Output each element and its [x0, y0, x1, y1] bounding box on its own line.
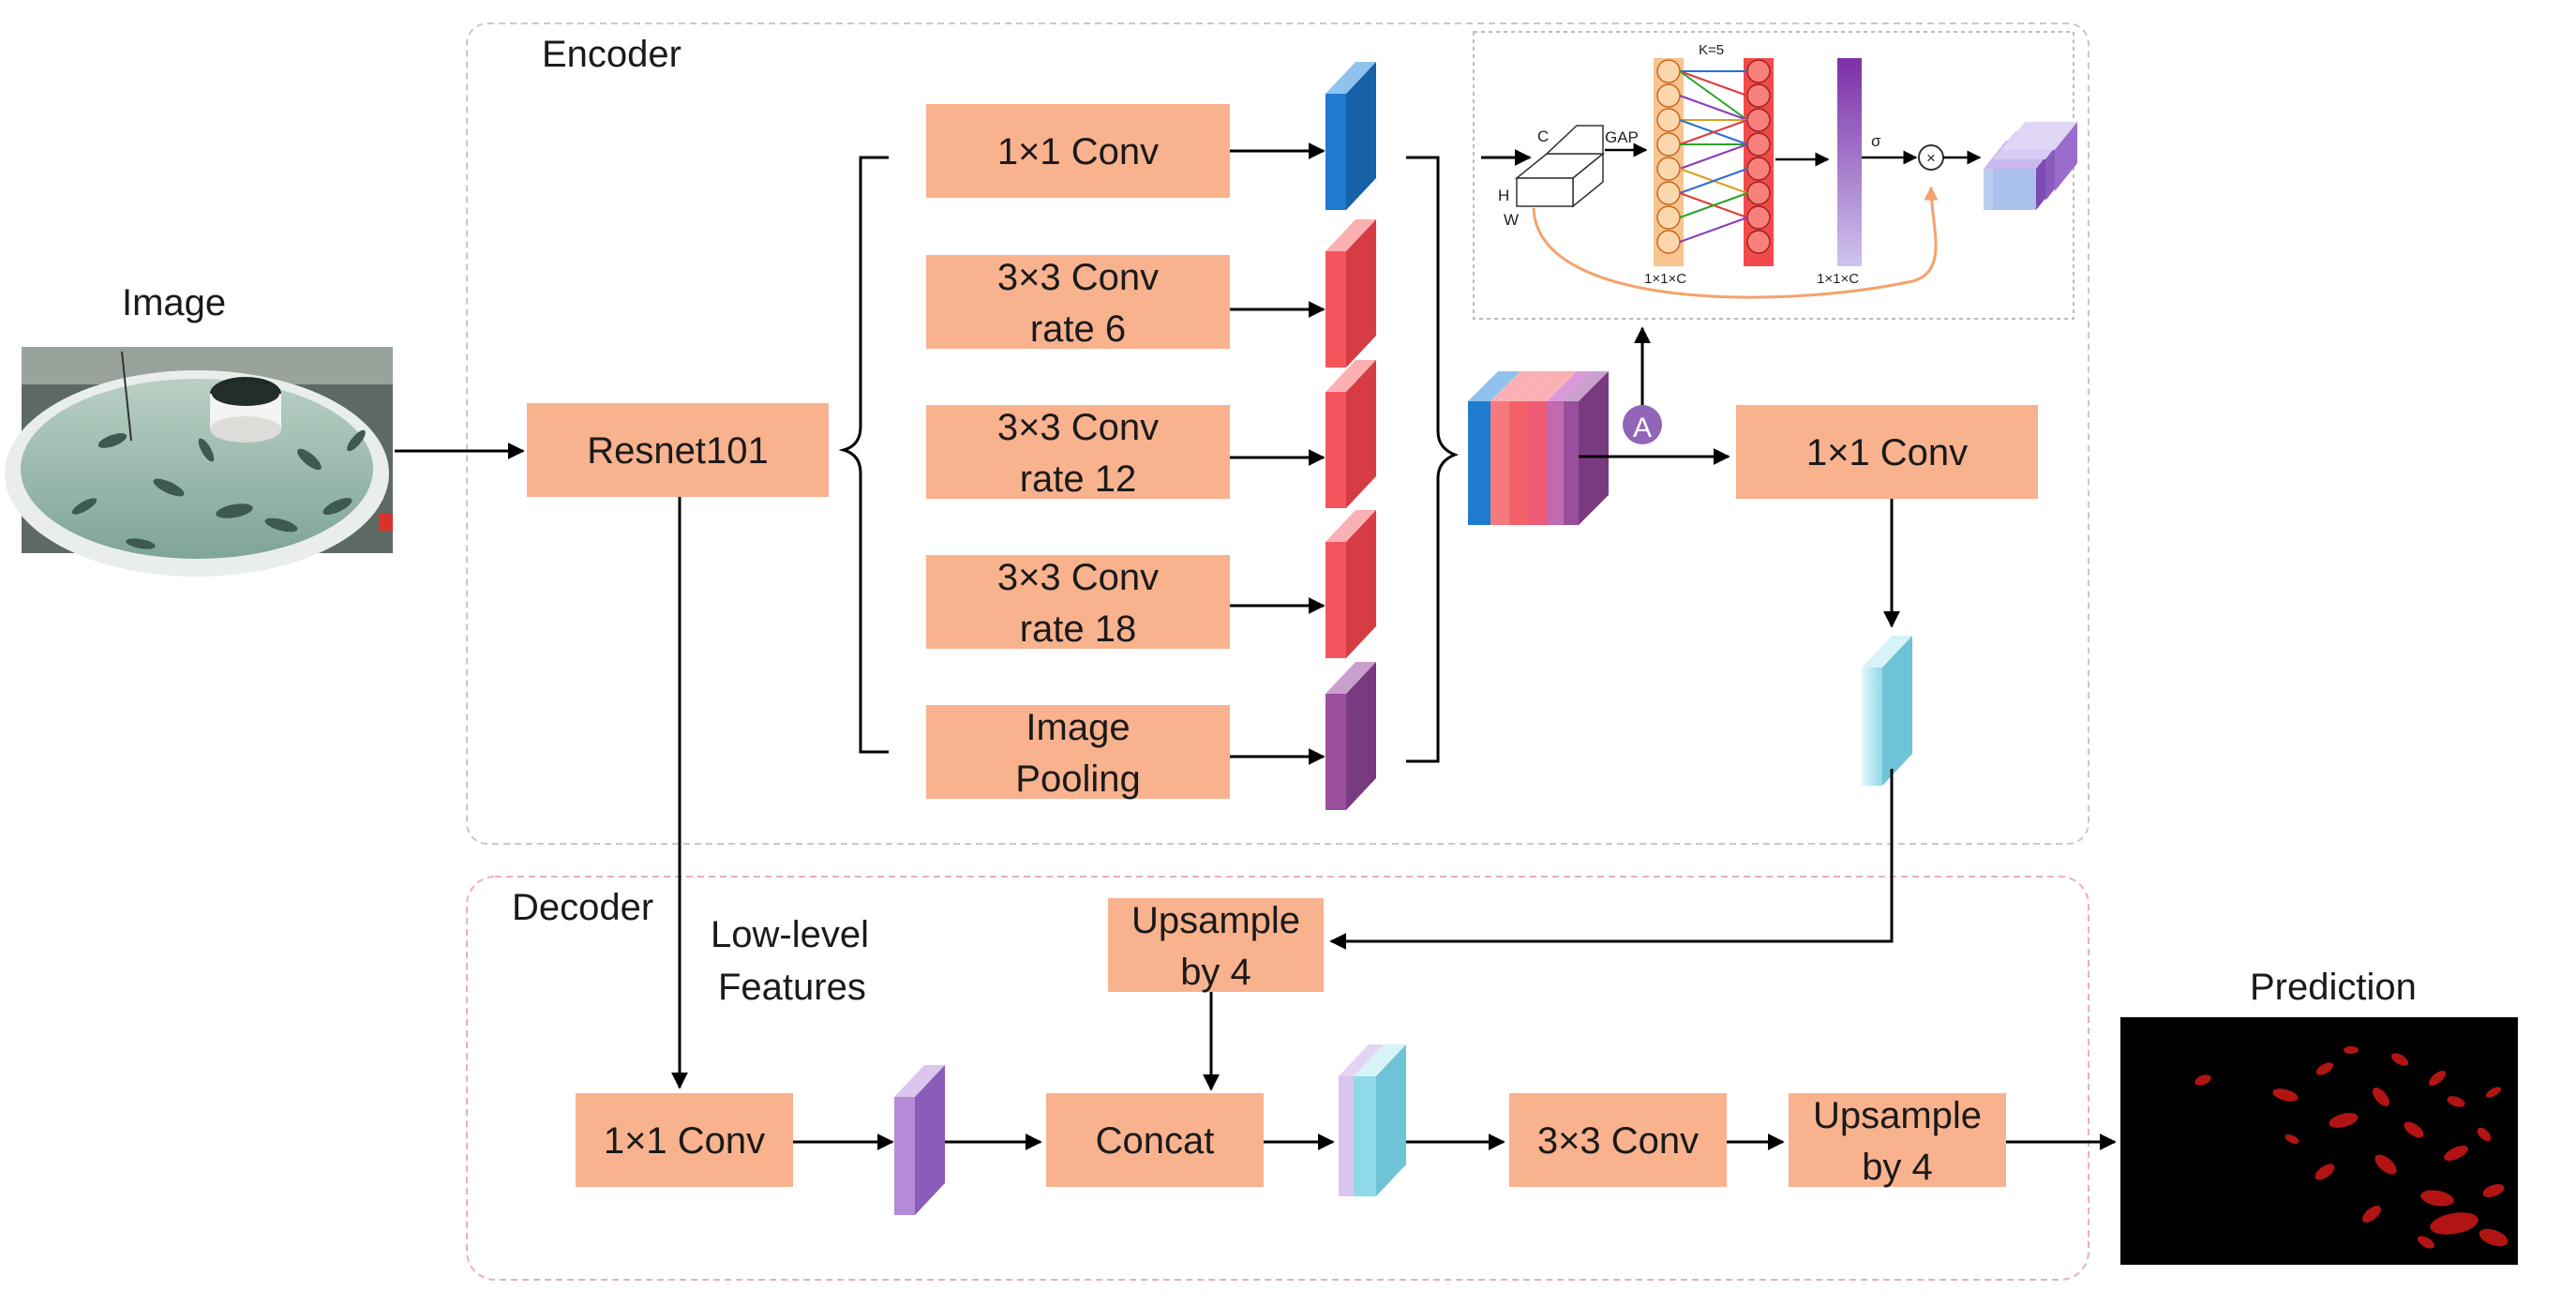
aspp-rate12-line2: rate 12 — [1020, 458, 1137, 500]
resnet101-label: Resnet101 — [587, 430, 768, 472]
image-pooling-line1: Image — [1026, 707, 1130, 748]
decoder-lowlevel-feature — [894, 1065, 945, 1215]
aspp-rate18-line1: 3×3 Conv — [997, 557, 1159, 598]
upsample-b-block — [1789, 1093, 2006, 1187]
aspp-rate18-block — [926, 555, 1230, 649]
upsample-a-block — [1108, 898, 1324, 992]
aspp-1x1-conv-label: 1×1 Conv — [997, 131, 1159, 173]
low-level-label-line1: Low-level — [711, 914, 869, 955]
low-level-label-line2: Features — [718, 967, 866, 1008]
attention-dim1-label: 1×1×C — [1644, 271, 1686, 287]
aspp-rate12-block — [926, 405, 1230, 499]
feature-purple-pooling — [1325, 662, 1376, 810]
encoder-frame — [466, 23, 2089, 845]
feature-red-rate12 — [1325, 360, 1376, 508]
attention-h-label: H — [1498, 187, 1509, 204]
attention-badge — [1623, 405, 1662, 444]
attention-gap-label: GAP — [1605, 128, 1639, 146]
aspp-rate6-block — [926, 255, 1230, 349]
aspp-right-brace — [1406, 156, 1460, 763]
multiply-symbol: × — [1926, 149, 1936, 167]
input-image — [5, 347, 393, 577]
decoder-3x3-conv-label: 3×3 Conv — [1537, 1120, 1699, 1162]
aspp-rate12-line1: 3×3 Conv — [997, 407, 1159, 448]
encoder-1x1-conv-label: 1×1 Conv — [1806, 432, 1968, 473]
aspp-rate6-line1: 3×3 Conv — [997, 257, 1159, 298]
decoder-label: Decoder — [512, 887, 653, 928]
decoder-frame — [466, 876, 2089, 1281]
aspp-rate6-line2: rate 6 — [1030, 308, 1126, 350]
upsample-a-line1: Upsample — [1131, 900, 1300, 941]
upsample-a-line2: by 4 — [1180, 952, 1251, 993]
concat-block — [1046, 1093, 1264, 1187]
prediction-label: Prediction — [2250, 967, 2417, 1008]
concat-label: Concat — [1096, 1120, 1215, 1162]
aspp-rate18-line2: rate 18 — [1020, 608, 1137, 650]
encoder-label: Encoder — [542, 34, 681, 75]
arrow-encoder-to-upsample — [1329, 769, 1894, 950]
aspp-1x1-conv-block — [926, 104, 1230, 198]
prediction-mask — [2120, 1017, 2518, 1265]
feature-blue — [1325, 62, 1376, 210]
feature-red-rate6 — [1325, 219, 1376, 368]
encoder-1x1-conv-block — [1736, 405, 2038, 499]
attention-dim2-label: 1×1×C — [1817, 271, 1859, 287]
sigmoid-weights — [1837, 58, 1862, 266]
attention-c-label: C — [1537, 128, 1549, 145]
decoder-3x3-conv-block — [1509, 1093, 1727, 1187]
attention-badge-label: A — [1633, 413, 1652, 443]
image-pooling-block — [926, 705, 1230, 799]
feature-red-rate18 — [1325, 510, 1376, 658]
image-label: Image — [122, 282, 226, 323]
sigma-label: σ — [1871, 132, 1881, 150]
attention-module: C H W GAP — [1473, 31, 2077, 320]
upsample-b-line1: Upsample — [1813, 1095, 1982, 1136]
image-pooling-line2: Pooling — [1015, 758, 1140, 800]
concatenated-feature-stack — [1468, 371, 1609, 525]
attention-w-label: W — [1504, 211, 1519, 229]
resnet101-block — [527, 403, 829, 497]
attention-k-label: K=5 — [1699, 42, 1724, 58]
attention-output-stack — [1984, 122, 2077, 210]
decoder-1x1-conv-block — [576, 1093, 793, 1187]
aspp-left-brace — [838, 156, 889, 754]
upsample-b-line2: by 4 — [1862, 1147, 1933, 1188]
decoder-1x1-conv-label: 1×1 Conv — [604, 1120, 765, 1162]
decoder-concat-feature — [1339, 1044, 1406, 1196]
attention-skip-connection — [1532, 186, 1939, 299]
encoder-output-feature — [1862, 636, 1912, 786]
